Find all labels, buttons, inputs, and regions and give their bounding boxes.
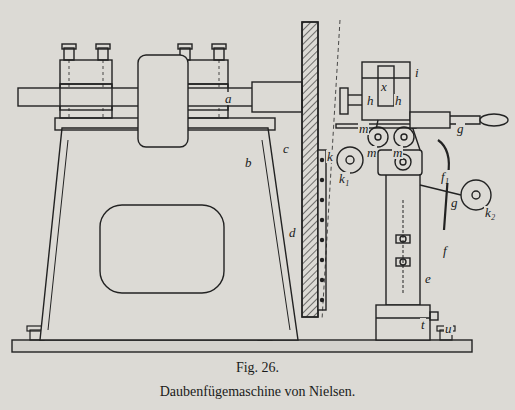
part-letter: b bbox=[244, 156, 253, 169]
part-letter: h bbox=[366, 94, 375, 107]
part-letter: h bbox=[394, 94, 403, 107]
part-letter: a bbox=[224, 92, 233, 105]
part-letter: k₂ bbox=[484, 206, 496, 219]
part-letter: m bbox=[358, 122, 369, 135]
part-letter: g bbox=[450, 196, 459, 209]
part-letter: t bbox=[420, 318, 426, 331]
part-letter: k₁ bbox=[338, 172, 350, 185]
part-letter: c bbox=[282, 142, 290, 155]
part-letter: f bbox=[442, 244, 448, 257]
part-letter: u bbox=[444, 322, 453, 335]
part-letter: x bbox=[380, 80, 388, 93]
figure-number: Fig. 26. bbox=[0, 360, 515, 376]
part-letter: d bbox=[288, 226, 297, 239]
part-letter: g bbox=[456, 122, 465, 135]
part-letter: i bbox=[414, 66, 420, 79]
part-letter: e bbox=[424, 272, 432, 285]
part-letter: f₁ bbox=[440, 170, 450, 183]
part-letter: k bbox=[326, 150, 334, 163]
part-letter: m bbox=[366, 146, 377, 159]
part-letter: m bbox=[392, 146, 403, 159]
figure-caption: Daubenfügemaschine von Nielsen. bbox=[0, 384, 515, 400]
